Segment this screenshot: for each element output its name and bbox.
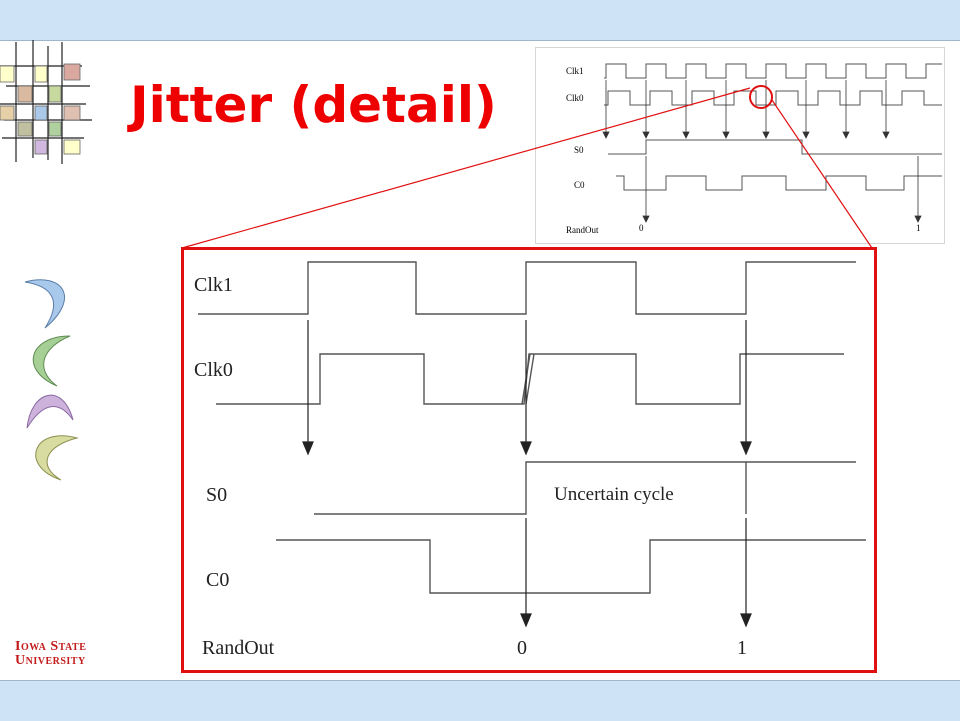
thumb-wave-s0 — [608, 139, 942, 155]
bottom-band — [0, 680, 960, 721]
waveform-c0 — [276, 539, 866, 594]
waveform-thumbnail: Clk1 Clk0 S0 C0 RandOut 0 1 — [535, 47, 945, 244]
label-clk1: Clk1 — [194, 274, 233, 296]
university-name-line-2: University — [15, 653, 86, 668]
output-arrow-1 — [740, 518, 752, 628]
thumb-output-arrow-1 — [914, 156, 922, 223]
top-band — [0, 0, 960, 41]
thumb-wave-c0 — [616, 175, 942, 191]
thumb-sample-arrow-2 — [642, 80, 650, 139]
thumb-output-arrow-0 — [642, 156, 650, 223]
label-c0: C0 — [206, 569, 229, 591]
thumb-sample-arrow-5 — [762, 80, 770, 139]
thumb-randout-value-1: 1 — [916, 223, 921, 233]
waveform-s0 — [314, 461, 747, 515]
slide-title: Jitter (detail) — [130, 76, 497, 134]
thumb-label-c0: C0 — [574, 180, 585, 190]
thumb-wave-clk0 — [604, 90, 942, 106]
thumb-label-clk0: Clk0 — [566, 93, 584, 103]
label-s0: S0 — [206, 484, 227, 506]
label-clk0: Clk0 — [194, 359, 233, 381]
grid-logo — [0, 40, 92, 164]
thumb-sample-arrow-8 — [882, 80, 890, 139]
thumb-label-s0: S0 — [574, 145, 584, 155]
thumb-label-randout: RandOut — [566, 225, 599, 235]
sample-arrow-3 — [740, 320, 752, 456]
thumb-wave-clk1 — [604, 63, 942, 79]
output-arrow-0 — [520, 518, 532, 628]
thumb-sample-arrow-3 — [682, 80, 690, 139]
crescent-logo — [24, 279, 79, 481]
thumb-sample-arrow-1 — [602, 80, 610, 139]
university-name-line-1: Iowa State — [15, 639, 87, 654]
thumb-sample-arrow-7 — [842, 80, 850, 139]
university-logo: Iowa State University — [15, 640, 110, 668]
thumb-label-clk1: Clk1 — [566, 66, 584, 76]
uncertain-cycle-label: Uncertain cycle — [554, 484, 674, 505]
randout-value-1: 1 — [737, 637, 747, 659]
label-randout: RandOut — [202, 637, 275, 659]
thumb-sample-arrow-4 — [722, 80, 730, 139]
thumb-sample-arrow-6 — [802, 80, 810, 139]
thumbnail-waveform-svg: Clk1 Clk0 S0 C0 RandOut 0 1 — [566, 63, 942, 235]
sample-arrow-2 — [520, 320, 532, 456]
waveform-clk1 — [198, 261, 856, 315]
waveform-detail-panel: Clk1 Clk0 S0 C0 RandOut Uncertain cycle … — [181, 247, 877, 673]
sample-arrow-1 — [302, 320, 314, 456]
randout-value-0: 0 — [517, 637, 527, 659]
thumb-randout-value-0: 0 — [639, 223, 644, 233]
detail-waveform-svg: Clk1 Clk0 S0 C0 RandOut Uncertain cycle … — [194, 261, 866, 659]
